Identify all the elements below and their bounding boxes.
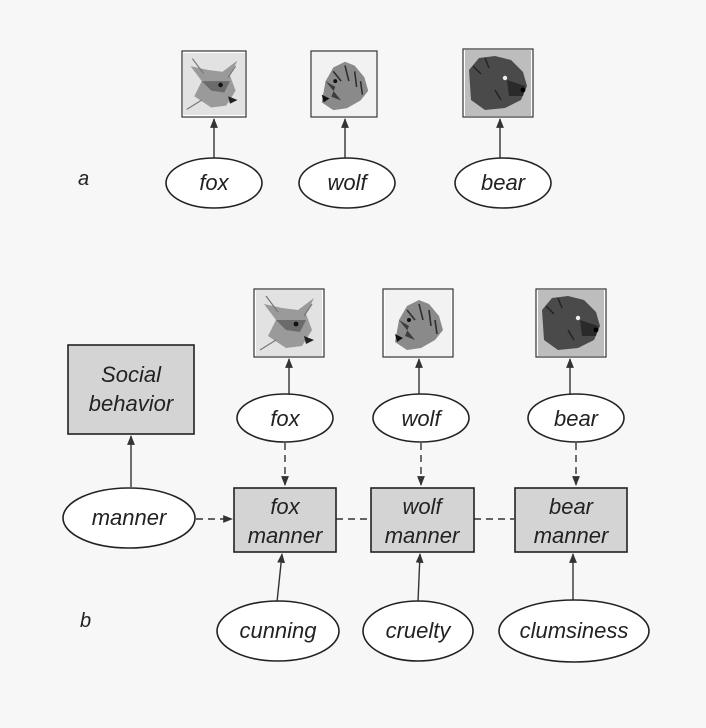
panel-b-wolf-label: wolf: [401, 406, 443, 431]
clumsiness-label: clumsiness: [520, 618, 629, 643]
manner-node: manner: [62, 487, 196, 549]
clumsiness-node: clumsiness: [498, 599, 650, 663]
panel-a-label: a: [78, 168, 89, 190]
wolf-manner-line2: manner: [385, 523, 461, 548]
bear-manner-line1: bear: [549, 494, 595, 519]
wolf-manner-line1: wolf: [402, 494, 444, 519]
panel-b-wolf-node: wolf: [372, 393, 470, 443]
social-behavior-line1: Social: [101, 362, 162, 387]
cruelty-node: cruelty: [362, 600, 474, 662]
panel-b-fox-label: fox: [270, 406, 300, 431]
bear-manner-node: bear manner: [514, 487, 628, 553]
bear-manner-line2: manner: [534, 523, 610, 548]
panel-a-fox-node: fox: [165, 157, 263, 209]
panel-a-fox-label: fox: [199, 170, 229, 195]
panel-a-bear-image: [462, 48, 534, 118]
fox-manner-node: fox manner: [233, 487, 337, 553]
panel-a-wolf-label: wolf: [327, 170, 369, 195]
panel-b-wolf-image: [382, 288, 454, 358]
panel-a-bear-node: bear: [454, 157, 552, 209]
cunning-to-fox-manner-arrow: [276, 553, 285, 603]
fox-manner-line2: manner: [248, 523, 324, 548]
panel-b-label: b: [80, 610, 91, 632]
panel-b-fox-node: fox: [236, 393, 334, 443]
social-behavior-node: Social behavior: [67, 344, 195, 435]
panel-a-bear-label: bear: [481, 170, 527, 195]
panel-b-bear-label: bear: [554, 406, 600, 431]
cruelty-to-wolf-manner-arrow: [415, 553, 424, 603]
manner-label: manner: [92, 505, 168, 530]
fox-manner-line1: fox: [270, 494, 300, 519]
panel-a-fox-image: [181, 50, 247, 118]
cunning-label: cunning: [239, 618, 317, 643]
panel-b-bear-node: bear: [527, 393, 625, 443]
panel-a-wolf-image: [310, 50, 378, 118]
social-behavior-line2: behavior: [89, 391, 175, 416]
panel-a-wolf-node: wolf: [298, 157, 396, 209]
panel-b-fox-image: [253, 288, 325, 358]
wolf-manner-node: wolf manner: [370, 487, 475, 553]
cruelty-label: cruelty: [386, 618, 453, 643]
panel-b-bear-image: [535, 288, 607, 358]
cunning-node: cunning: [216, 600, 340, 662]
